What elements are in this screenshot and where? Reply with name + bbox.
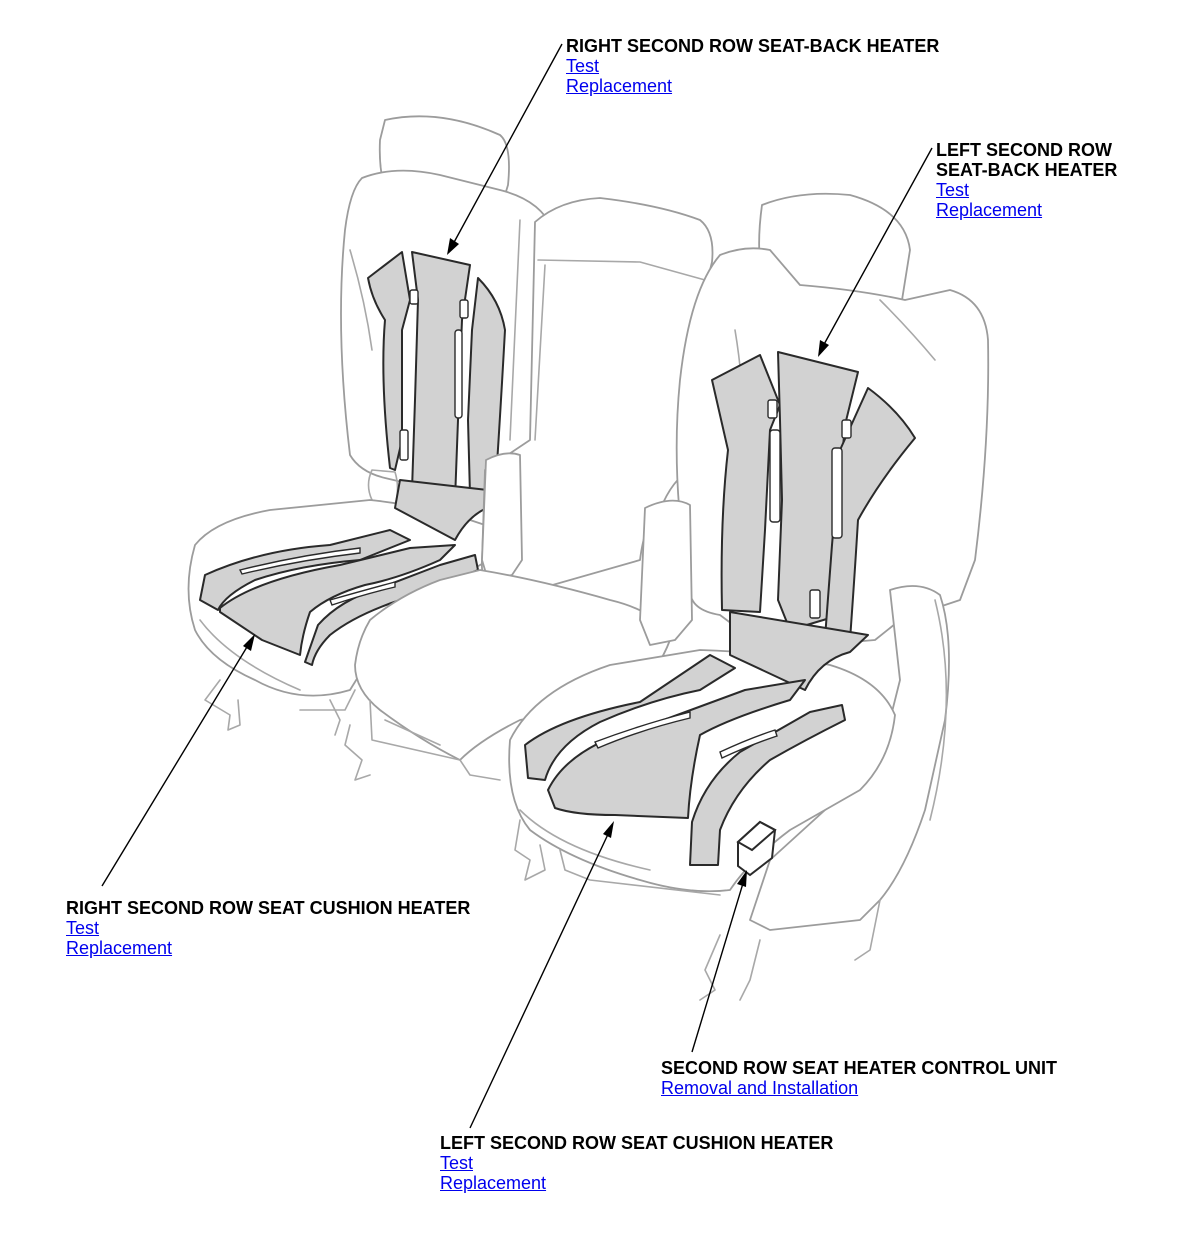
left-seat-cushion-heater xyxy=(524,654,846,866)
callout-title-line2: SEAT-BACK HEATER xyxy=(936,160,1118,180)
right-seat-back-heater xyxy=(367,251,506,541)
seat-heater-control-unit xyxy=(736,820,777,877)
removal-installation-link[interactable]: Removal and Installation xyxy=(661,1078,859,1098)
callout-title-line1: LEFT SECOND ROW xyxy=(936,140,1112,160)
left-seat-back-heater xyxy=(711,351,916,691)
callout-title: RIGHT SECOND ROW SEAT CUSHION HEATER xyxy=(66,898,471,918)
test-link[interactable]: Test xyxy=(440,1153,474,1173)
callout-title: SECOND ROW SEAT HEATER CONTROL UNIT xyxy=(661,1058,1057,1078)
test-link[interactable]: Test xyxy=(936,180,970,200)
test-link[interactable]: Test xyxy=(66,918,100,938)
callout-left-seat-cushion-heater: LEFT SECOND ROW SEAT CUSHION HEATER Test… xyxy=(440,1133,833,1193)
callout-right-seat-cushion-heater: RIGHT SECOND ROW SEAT CUSHION HEATER Tes… xyxy=(66,898,470,958)
callout-title: RIGHT SECOND ROW SEAT-BACK HEATER xyxy=(566,36,940,56)
replacement-link[interactable]: Replacement xyxy=(66,938,173,958)
callout-right-seat-back-heater: RIGHT SECOND ROW SEAT-BACK HEATER Test R… xyxy=(566,36,939,96)
callout-left-seat-back-heater: LEFT SECOND ROW SEAT-BACK HEATER Test Re… xyxy=(936,140,1117,220)
right-seat-cushion-heater xyxy=(199,529,479,666)
center-seat xyxy=(344,197,714,781)
test-link[interactable]: Test xyxy=(566,56,600,76)
replacement-link[interactable]: Replacement xyxy=(566,76,673,96)
leader-lines xyxy=(101,43,933,1129)
callout-seat-heater-control-unit: SECOND ROW SEAT HEATER CONTROL UNIT Remo… xyxy=(661,1058,1057,1098)
replacement-link[interactable]: Replacement xyxy=(936,200,1043,220)
replacement-link[interactable]: Replacement xyxy=(440,1173,547,1193)
callout-title: LEFT SECOND ROW SEAT CUSHION HEATER xyxy=(440,1133,834,1153)
